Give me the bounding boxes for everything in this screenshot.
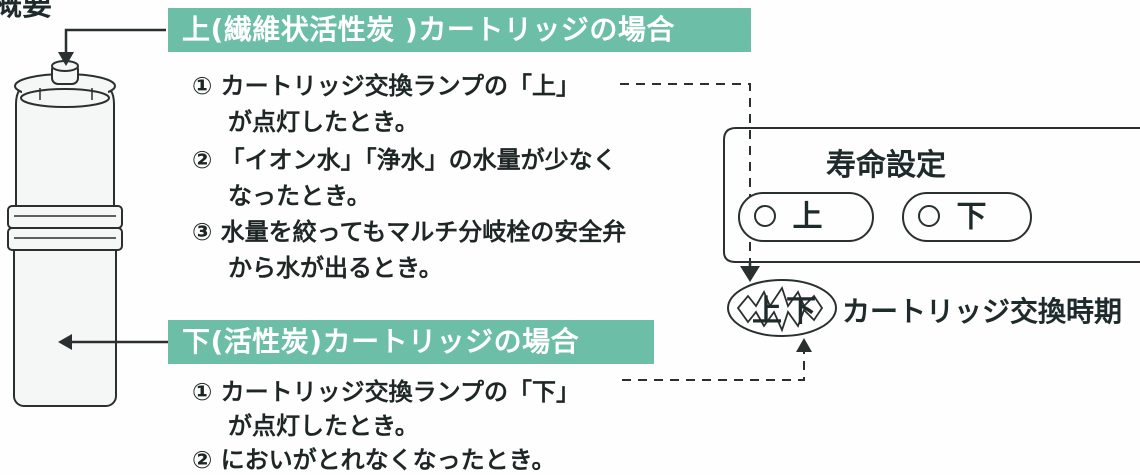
upper-leader-line xyxy=(620,83,751,262)
indicator-circle-icon xyxy=(918,204,940,227)
upper-item-3: ③ 水量を絞ってもマルチ分岐栓の安全弁 xyxy=(192,218,627,246)
upper-pointer-arrow xyxy=(64,28,166,58)
replacement-lamp-lower: 下 xyxy=(786,294,816,329)
indicator-circle-icon xyxy=(754,204,776,227)
lower-cartridge-heading: 下(活性炭)カートリッジの場合 xyxy=(168,320,654,364)
life-setting-lower-label: 下 xyxy=(956,199,987,235)
cartridge-illustration xyxy=(7,60,123,407)
pointer-arrows xyxy=(58,28,168,350)
lower-item-1: ① カートリッジ交換ランプの「下」 xyxy=(192,378,580,406)
replacement-lamp-burst-icon xyxy=(727,279,837,337)
lower-item-1-cont: が点灯したとき。 xyxy=(228,412,419,440)
upper-item-3-cont: から水が出るとき。 xyxy=(228,254,443,282)
upper-cartridge-heading: 上(繊維状活性炭 )カートリッジの場合 xyxy=(168,8,751,52)
upper-item-1-cont: が点灯したとき。 xyxy=(228,108,419,136)
replacement-lamp-label: カートリッジ交換時期 xyxy=(842,295,1123,328)
upper-item-2-cont: なったとき。 xyxy=(228,182,371,210)
lower-leader-line xyxy=(622,350,805,381)
life-setting-upper-button[interactable]: 上 xyxy=(738,192,874,242)
upper-item-1: ① カートリッジ交換ランプの「上」 xyxy=(192,72,580,100)
replacement-lamp-upper: 上 xyxy=(752,294,782,329)
corner-title-fragment: 概要 xyxy=(0,0,52,23)
life-setting-title: 寿命設定 xyxy=(826,148,946,183)
life-setting-lower-button[interactable]: 下 xyxy=(902,192,1032,242)
upper-item-2: ② 「イオン水」「浄水」の水量が少なく xyxy=(192,146,617,174)
life-setting-upper-label: 上 xyxy=(792,199,823,235)
